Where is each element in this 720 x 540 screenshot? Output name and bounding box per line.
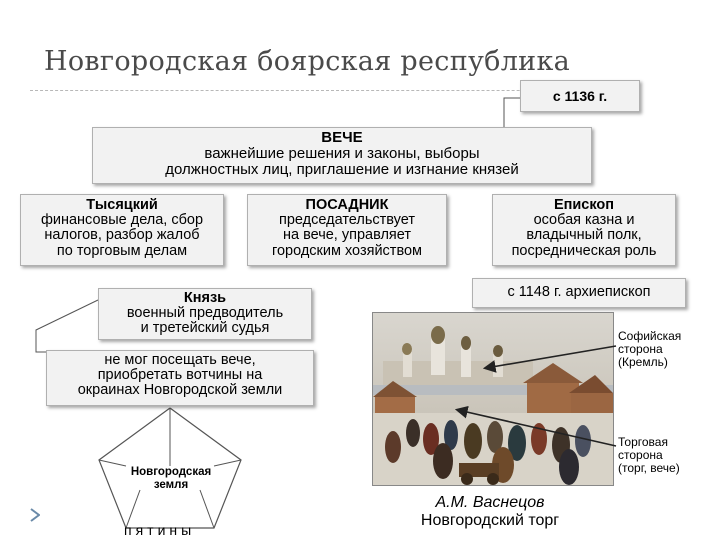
veche-heading: ВЕЧЕ (321, 129, 363, 146)
pyatiny-label: пятины (124, 522, 196, 538)
prince-bracket (35, 299, 99, 353)
episkop-text-2: владычный полк, (526, 227, 642, 244)
tysyatsky-text-1: финансовые дела, сбор (40, 212, 204, 229)
episkop-heading: Епископ (553, 197, 615, 213)
episkop-box: Епископ особая казна и владычный полк, п… (492, 194, 676, 266)
sofia-text-1: Софийская (618, 329, 682, 343)
tysyatsky-text-3: по торговым делам (56, 242, 188, 259)
pentagon-label-1: Новгородская (130, 466, 212, 478)
posadnik-text-3: городским хозяйством (271, 242, 423, 259)
pentagon-spoke-2 (98, 459, 127, 467)
knyaz-box: Князь военный предводитель и третейский … (98, 288, 312, 340)
tysyatsky-heading: Тысяцкий (86, 197, 158, 213)
prince-restrictions-box: не мог посещать вече, приобретать вотчин… (46, 350, 314, 406)
veche-box: ВЕЧЕ важнейшие решения и законы, выборы … (92, 127, 592, 184)
posadnik-text-1: председательствует (279, 212, 415, 229)
tysyatsky-text-2: налогов, разбор жалоб (44, 227, 200, 244)
pentagon-spoke-5 (199, 489, 215, 529)
veche-text-2: должностных лиц, приглашение и изгнание … (165, 160, 519, 178)
slide-title: Новгородская боярская республика (44, 46, 571, 77)
sofia-arrow (482, 345, 617, 373)
pentagon-spoke-3 (213, 459, 242, 467)
sofia-text-2: сторона (618, 342, 663, 357)
knyaz-text-1: военный предводитель (126, 305, 284, 322)
posadnik-box: ПОСАДНИК председательствует на вече, упр… (247, 194, 447, 266)
novgorod-market-painting (372, 312, 614, 486)
pentagon-label-2: земля (153, 478, 189, 491)
trade-text-2: сторона (618, 448, 663, 463)
restrictions-text-2: приобретать вотчины на (97, 367, 263, 384)
episkop-text-1: особая казна и (533, 212, 635, 229)
posadnik-text-2: на вече, управляет (282, 227, 412, 244)
pentagon-spoke-4 (125, 489, 141, 529)
knyaz-heading: Князь (183, 290, 227, 306)
episkop-text-3: посредническая роль (511, 242, 657, 259)
posadnik-heading: ПОСАДНИК (305, 197, 389, 213)
sofia-text-3: (Кремль) (618, 355, 668, 370)
tysyatsky-box: Тысяцкий финансовые дела, сбор налогов, … (20, 194, 224, 266)
slide-bullet-icon (30, 508, 40, 522)
veche-text-1: важнейшие решения и законы, выборы (204, 144, 480, 162)
painting-caption: А.М. Васнецов Новгородский торг (380, 494, 600, 531)
restrictions-text-3: окраинах Новгородской земли (77, 382, 283, 399)
painting-title: Новгородский торг (420, 512, 560, 530)
trade-side-label: Торговая сторона (торг, вече) (618, 435, 680, 476)
painting-author: А.М. Васнецов (435, 494, 545, 511)
title-divider (30, 90, 630, 91)
knyaz-text-2: и третейский судья (140, 320, 270, 337)
trade-text-3: (торг, вече) (618, 461, 680, 476)
sofia-side-label: Софийская сторона (Кремль) (618, 329, 682, 370)
trade-arrow (454, 405, 617, 447)
trade-text-1: Торговая (618, 435, 668, 449)
restrictions-text-1: не мог посещать вече, (104, 352, 256, 368)
pentagon-label: Новгородская земля (96, 466, 246, 491)
pentagon-shape (98, 407, 242, 529)
date-badge: с 1136 г. (520, 80, 640, 112)
archbishop-box: с 1148 г. архиепископ (472, 278, 686, 308)
